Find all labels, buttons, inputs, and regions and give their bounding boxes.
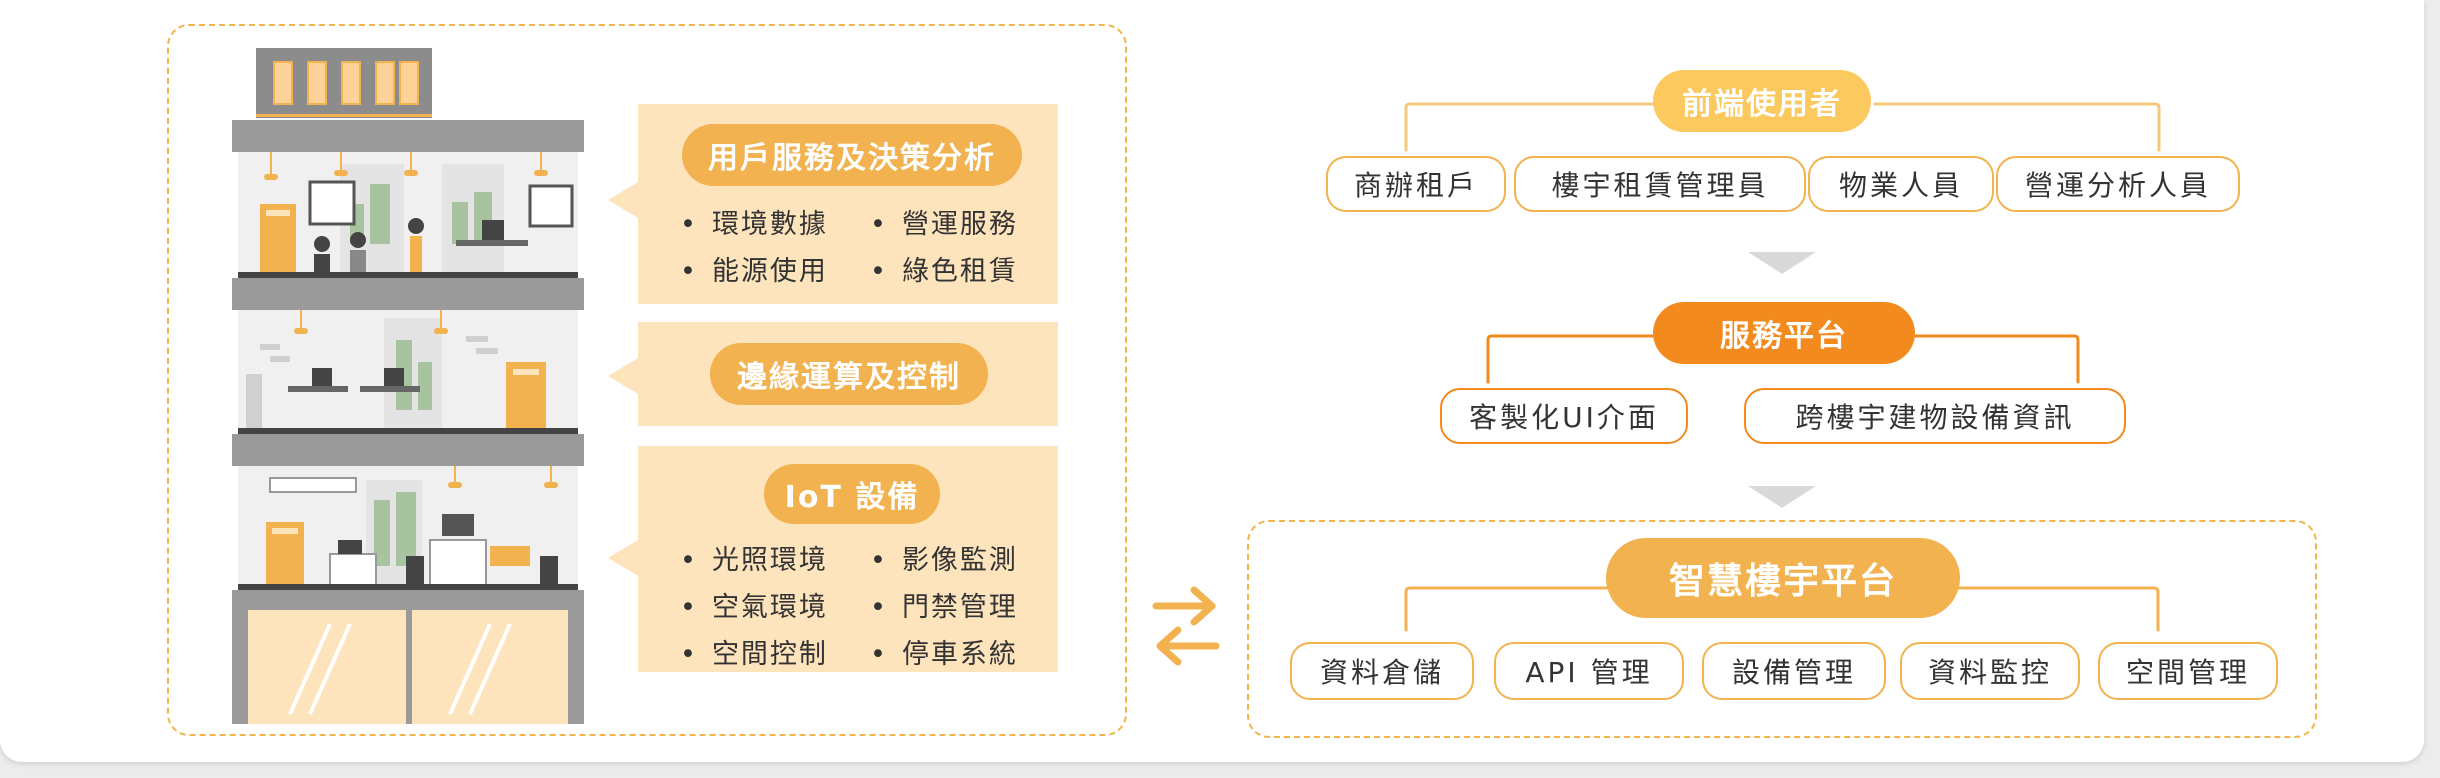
user-node: 商辦租戶 — [1326, 156, 1506, 212]
layer-title-service: 服務平台 — [1653, 302, 1915, 364]
bullet-item: 光照環境 — [680, 538, 870, 577]
user-node: 物業人員 — [1808, 156, 1994, 212]
bullet-item: 綠色租賃 — [870, 249, 1060, 288]
platform-node: 設備管理 — [1702, 642, 1886, 700]
user-node: 營運分析人員 — [1996, 156, 2240, 212]
bullet-item: 環境數據 — [680, 202, 870, 241]
platform-dashed-frame — [1247, 520, 2317, 738]
bullet-item: 營運服務 — [870, 202, 1060, 241]
building-illustration — [232, 48, 584, 724]
panel-pointer — [608, 540, 638, 576]
down-triangle-icon — [1748, 252, 1816, 274]
bullet-item: 空間控制 — [680, 632, 870, 671]
platform-node: 資料倉儲 — [1290, 642, 1474, 700]
service-node: 跨樓宇建物設備資訊 — [1744, 388, 2126, 444]
user-node: 樓宇租賃管理員 — [1514, 156, 1806, 212]
down-triangle-icon — [1748, 486, 1816, 508]
layer-title-platform: 智慧樓宇平台 — [1606, 538, 1960, 618]
panel-pointer — [608, 358, 638, 394]
bullet-item: 空氣環境 — [680, 585, 870, 624]
bullet-item: 影像監測 — [870, 538, 1060, 577]
layer-title-users: 前端使用者 — [1653, 70, 1871, 132]
platform-node: 空間管理 — [2098, 642, 2278, 700]
building-dashed-frame — [167, 24, 1127, 736]
connector-lines — [1404, 102, 2161, 632]
platform-node: API 管理 — [1494, 642, 1684, 700]
service-node: 客製化UI介面 — [1440, 388, 1688, 444]
bullet-item: 能源使用 — [680, 249, 870, 288]
platform-node: 資料監控 — [1900, 642, 2080, 700]
diagram-card: 用戶服務及決策分析 環境數據 營運服務 能源使用 綠色租賃 邊緣運算及控制 Io… — [0, 0, 2424, 762]
panel-pointer — [608, 182, 638, 218]
bullet-item: 停車系統 — [870, 632, 1060, 671]
panel-title-user-services: 用戶服務及決策分析 — [682, 124, 1022, 186]
bidirectional-arrows-icon — [1152, 586, 1220, 666]
bullet-list-user-services: 環境數據 營運服務 能源使用 綠色租賃 — [680, 202, 1060, 288]
panel-title-iot-devices: IoT 設備 — [764, 464, 940, 524]
bullet-list-iot-devices: 光照環境 影像監測 空氣環境 門禁管理 空間控制 停車系統 — [680, 538, 1060, 671]
bullet-item: 門禁管理 — [870, 585, 1060, 624]
panel-title-edge-computing: 邊緣運算及控制 — [710, 343, 988, 405]
